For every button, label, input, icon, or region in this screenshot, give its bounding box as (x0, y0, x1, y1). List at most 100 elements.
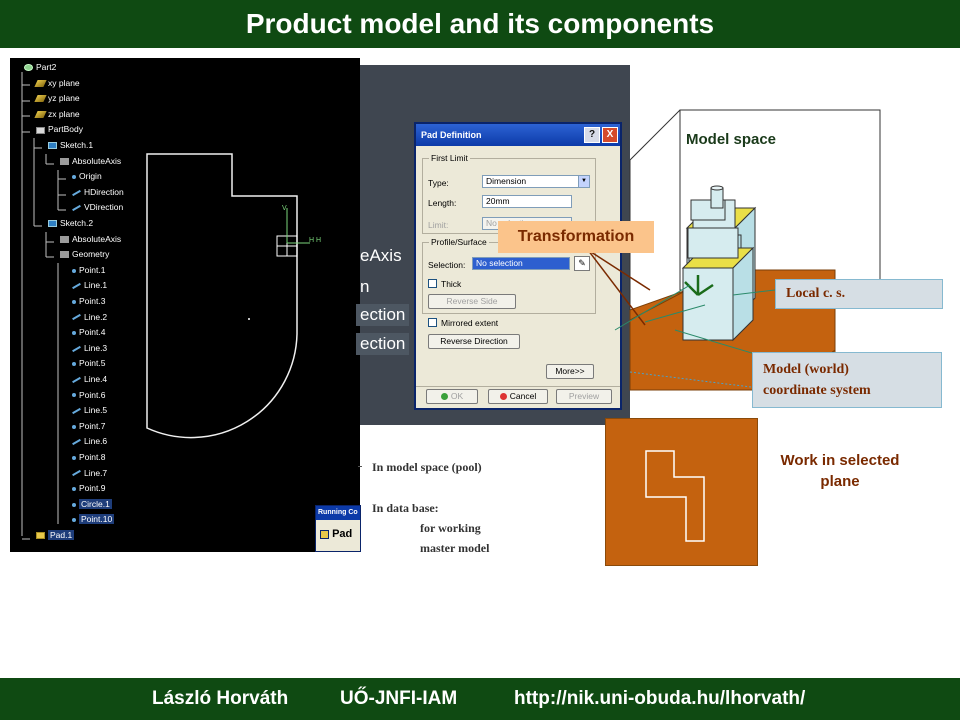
tree-item[interactable]: Part2 (24, 62, 56, 72)
tree-item[interactable]: Sketch.2 (48, 218, 93, 228)
tree-item-label: AbsoluteAxis (72, 155, 122, 166)
point-icon (72, 455, 76, 460)
cad-text-direction-2: ection (356, 333, 410, 355)
profile-surface-label: Profile/Surface (429, 237, 489, 247)
tree-item-label: Pad.1 (48, 530, 75, 540)
tree-item-label: VDirection (84, 202, 124, 213)
type-label: Type: (428, 178, 449, 188)
reverse-direction-button[interactable]: Reverse Direction (428, 334, 520, 349)
tree-item[interactable]: xy plane (34, 78, 80, 88)
tree-item[interactable]: zx plane (34, 108, 80, 119)
tree-item[interactable]: Point.8 (72, 452, 105, 462)
tree-item-label: Point.5 (79, 358, 106, 369)
running-commands-window: Running Co Pad (315, 505, 361, 552)
mirrored-extent-checkbox[interactable] (428, 318, 437, 327)
cancel-label: Cancel (509, 391, 537, 401)
note-bullet-1 (358, 466, 362, 467)
note-master-model: master model (420, 541, 490, 555)
tree-item-label: HDirection (84, 186, 124, 197)
cad-text-n: n (360, 277, 370, 296)
tree-item[interactable]: Line.3 (72, 343, 107, 353)
footer-url[interactable]: http://nik.uni-obuda.hu/lhorvath/ (514, 688, 806, 709)
tree-item[interactable]: AbsoluteAxis (60, 234, 121, 244)
tree-item-label: Point.3 (79, 296, 106, 306)
tree-item[interactable]: Point.10 (72, 514, 115, 525)
close-button[interactable]: X (602, 127, 618, 143)
running-commands-item[interactable]: Pad (320, 528, 352, 540)
point-icon (72, 268, 76, 273)
tree-item[interactable]: Line.6 (72, 436, 107, 446)
length-label: Length: (428, 198, 457, 208)
help-button[interactable]: ? (584, 127, 600, 143)
tree-item[interactable]: PartBody (36, 124, 83, 134)
cancel-button[interactable]: Cancel (488, 389, 548, 404)
pad-icon (320, 529, 329, 539)
world-cs-line-1: Model (world) (763, 362, 849, 377)
tree-item[interactable]: Line.7 (72, 468, 107, 478)
tree-item[interactable]: yz plane (34, 93, 80, 104)
point-icon (72, 393, 76, 398)
running-commands-title: Running Co (316, 506, 360, 520)
tree-item[interactable]: Point.9 (72, 483, 105, 493)
axis-h-label: H H (309, 237, 322, 244)
tree-item[interactable]: Line.1 (72, 280, 107, 290)
tree-item-label: yz plane (48, 93, 80, 104)
tree-item-label: Line.3 (84, 342, 108, 353)
tree-item-label: Point.6 (79, 389, 106, 400)
more-button[interactable]: More>> (546, 364, 594, 379)
tree-item[interactable]: Circle.1 (72, 498, 112, 509)
tree-item-label: Line.2 (84, 311, 108, 322)
point-icon (72, 486, 76, 491)
type-select[interactable]: Dimension (482, 175, 590, 188)
tree-item-label: Origin (79, 171, 102, 182)
axis-v-label: V (282, 205, 287, 212)
tree-item[interactable]: Pad.1 (36, 530, 75, 540)
thick-checkbox[interactable] (428, 279, 437, 288)
tree-item-label: Point.4 (79, 327, 106, 338)
tree-item[interactable]: Origin (72, 171, 102, 181)
tree-item[interactable]: Sketch.1 (48, 140, 93, 150)
selection-input[interactable]: No selection (472, 257, 570, 270)
tree-item-label: Circle.1 (79, 498, 112, 509)
sketcher-icon[interactable]: ✎ (574, 256, 590, 271)
tree-item[interactable]: VDirection (72, 202, 123, 212)
work-plane-line-1: Work in selected (780, 452, 900, 469)
mirrored-extent-label: Mirrored extent (441, 318, 499, 328)
tree-item[interactable]: Point.1 (72, 265, 105, 275)
tree-item[interactable]: Line.4 (72, 374, 107, 384)
tree-item-label: Line.5 (84, 405, 108, 416)
transformation-arrows (587, 249, 690, 331)
preview-button[interactable]: Preview (556, 389, 612, 404)
tree-item[interactable]: AbsoluteAxis (60, 156, 121, 166)
tree-item[interactable]: HDirection (72, 187, 124, 197)
ok-icon (440, 393, 448, 401)
tree-item[interactable]: Line.5 (72, 405, 107, 415)
tree-item-label: Point.1 (79, 264, 106, 275)
sketch-profile (146, 153, 310, 439)
tree-item[interactable]: Geometry (60, 249, 109, 259)
tree-item[interactable]: Point.3 (72, 296, 105, 306)
reverse-side-button[interactable]: Reverse Side (428, 294, 516, 309)
tree-item[interactable]: Point.4 (72, 327, 105, 337)
tree-item[interactable]: Line.2 (72, 312, 107, 322)
footer-org: UŐ-JNFI-IAM (340, 688, 458, 709)
work-plane-line-2: plane (820, 473, 860, 490)
tree-item-label: PartBody (48, 124, 83, 135)
tree-connector-lines (21, 72, 66, 540)
tree-item[interactable]: Point.6 (72, 390, 105, 400)
pad-icon (36, 532, 45, 540)
length-input[interactable]: 20mm (482, 195, 572, 208)
tree-item[interactable]: Point.5 (72, 358, 105, 368)
local-cs-text: Local c. s. (786, 286, 846, 301)
type-dropdown-arrow[interactable]: ▼ (578, 176, 589, 187)
cancel-icon (499, 393, 507, 401)
world-cs-label: Model (world) coordinate system (752, 352, 942, 408)
ok-button[interactable]: OK (426, 389, 478, 404)
tree-item[interactable]: Point.7 (72, 421, 105, 431)
tree-item-label: Line.1 (84, 280, 108, 291)
pad-definition-dialog: Pad Definition ? X First Limit Type: Dim… (414, 122, 622, 410)
tree-item-label: Point.10 (79, 514, 115, 525)
tree-item-label: Sketch.2 (60, 218, 94, 228)
cad-text-axis: eAxis (360, 246, 402, 265)
tree-item-label: zx plane (48, 108, 80, 119)
